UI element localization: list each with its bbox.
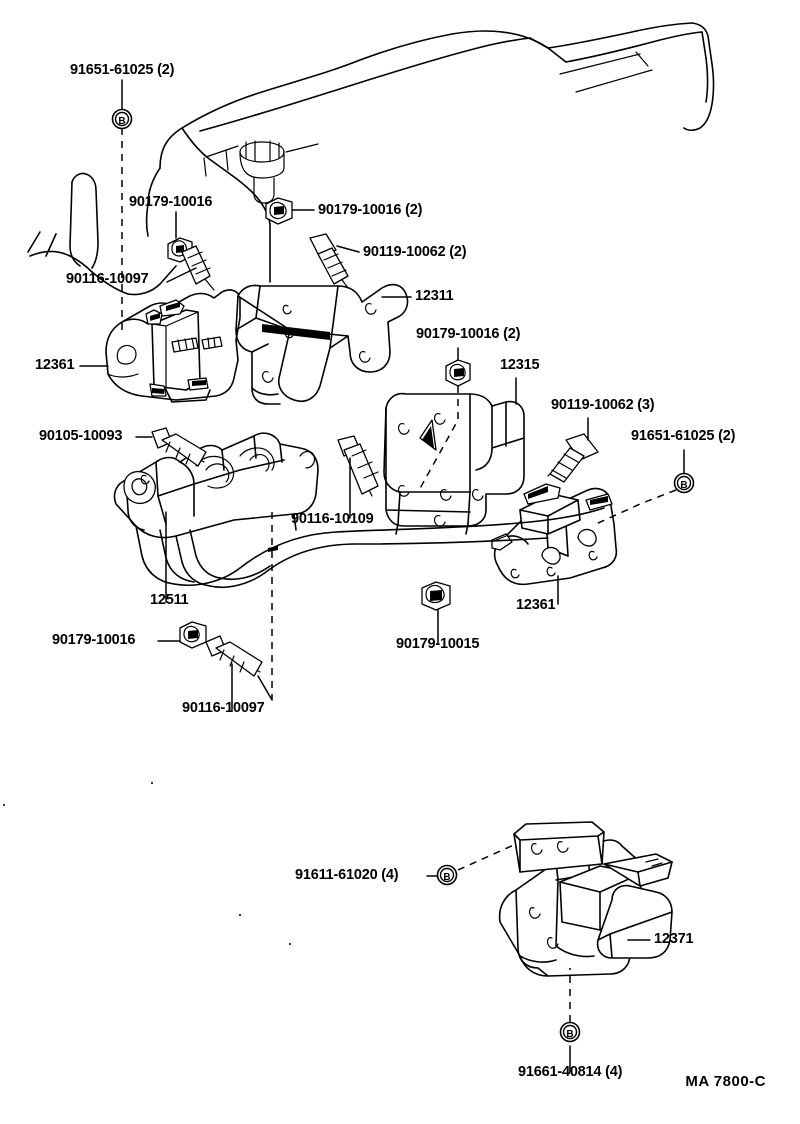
- badge-b-4: B: [559, 1021, 581, 1043]
- callout-90179-10016-b: 90179-10016 (2): [318, 202, 423, 218]
- callout-91611-61020: 91611-61020 (4): [295, 867, 399, 883]
- fastener-bolt-90105-10093: [151, 427, 207, 467]
- fastener-bolt-90116-10109: [337, 435, 379, 497]
- svg-text:B: B: [680, 480, 687, 491]
- fastener-nut-90179-10015: [421, 581, 451, 611]
- fastener-bolt-90116-10097-a: [181, 245, 215, 291]
- callout-90179-10016-d: 90179-10016: [52, 632, 136, 648]
- fastener-bolt-90119-10062-a: [309, 233, 349, 289]
- callout-12371: 12371: [654, 931, 694, 947]
- fastener-nut-90179-10016-b: [265, 197, 293, 225]
- badge-b-1: B: [111, 108, 133, 130]
- callout-91651-61025-top: 91651-61025 (2): [70, 62, 175, 78]
- callout-90179-10016-c: 90179-10016 (2): [416, 326, 521, 342]
- callout-90105-10093: 90105-10093: [39, 428, 123, 444]
- part-12315-bracket: [383, 392, 525, 535]
- callout-91661-40814: 91661-40814 (4): [518, 1064, 623, 1080]
- part-12311-bracket: [235, 283, 409, 405]
- badge-b-2: B: [673, 472, 695, 494]
- badge-group: B B B B: [111, 108, 695, 1043]
- callout-91651-61025-right: 91651-61025 (2): [631, 428, 736, 444]
- callout-12315: 12315: [500, 357, 540, 373]
- callout-12311: 12311: [415, 288, 454, 304]
- part-12371-insulator: [498, 821, 673, 977]
- callout-90119-10062-b: 90119-10062 (3): [551, 397, 655, 413]
- callout-90119-10062-a: 90119-10062 (2): [363, 244, 467, 260]
- leader-lines: [79, 79, 685, 1073]
- part-12361-left: [105, 289, 241, 403]
- fastener-bolt-90116-10097-b: [205, 635, 263, 677]
- callout-90179-10015: 90179-10015: [396, 636, 480, 652]
- callout-90116-10097-b: 90116-10097: [182, 700, 265, 716]
- scan-artifacts: [2, 781, 292, 946]
- callout-90179-10016-a: 90179-10016: [129, 194, 213, 210]
- part-12511-bracket: [113, 432, 605, 588]
- callout-90116-10109: 90116-10109: [291, 511, 374, 527]
- fastener-nut-90179-10016-d: [179, 621, 207, 649]
- svg-text:B: B: [566, 1029, 573, 1040]
- svg-text:B: B: [443, 872, 450, 883]
- badge-b-3: B: [436, 864, 458, 886]
- callout-12361-left: 12361: [35, 357, 75, 373]
- callout-90116-10097-a: 90116-10097: [66, 271, 149, 287]
- callout-12361-right: 12361: [516, 597, 556, 613]
- engine-outline-group: [27, 22, 715, 296]
- callout-12511: 12511: [150, 592, 189, 608]
- svg-text:B: B: [118, 116, 125, 127]
- fastener-bolt-90119-10062-b: [547, 433, 599, 483]
- part-12361-right: [491, 483, 618, 586]
- fastener-nut-90179-10016-c: [445, 359, 471, 387]
- figure-code: MA 7800-C: [685, 1073, 766, 1090]
